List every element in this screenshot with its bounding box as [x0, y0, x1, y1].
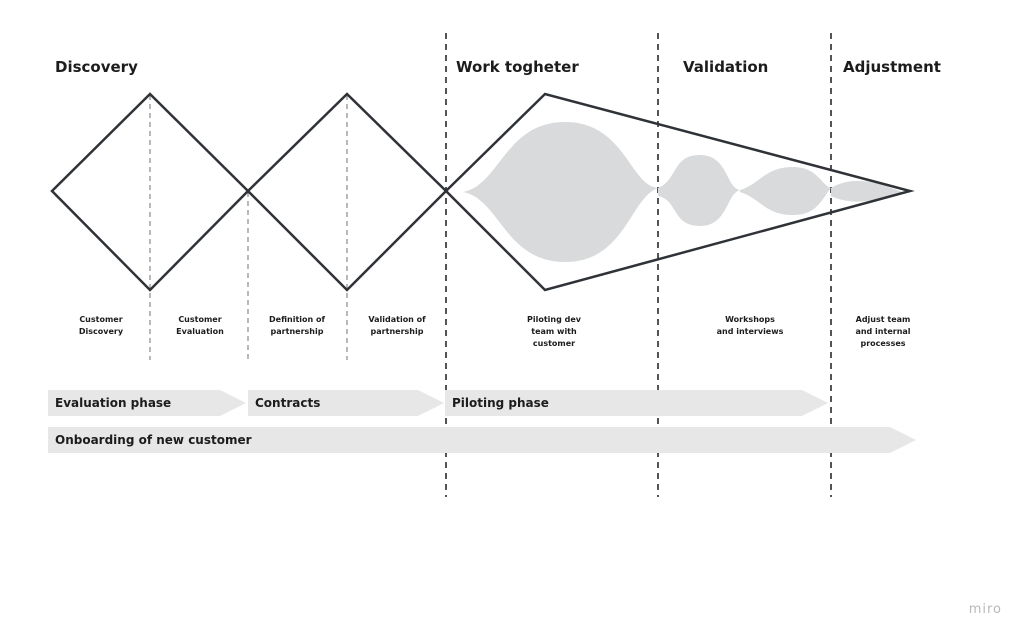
step-label-line: team with — [531, 327, 577, 336]
step-label-line: Customer — [79, 315, 123, 324]
piloting-funnel — [444, 92, 915, 292]
step-label-line: Adjust team — [855, 315, 911, 324]
piloting-blob — [463, 122, 658, 262]
step-label-line: Definition of — [269, 315, 325, 324]
step-label-workshops: Workshops and interviews — [705, 314, 795, 338]
step-label-line: Evaluation — [176, 327, 224, 336]
step-label-line: and internal — [855, 327, 911, 336]
evaluation-phase-arrow: Evaluation phase — [48, 390, 246, 416]
miro-watermark: miro — [968, 602, 1002, 617]
step-label-customer-discovery: Customer Discovery — [56, 314, 146, 338]
phase-title-work-together: Work togheter — [456, 58, 579, 76]
step-label-definition-partnership: Definition of partnership — [252, 314, 342, 338]
step-label-line: partnership — [370, 327, 424, 336]
phase-title-validation: Validation — [683, 58, 769, 76]
step-label-customer-evaluation: Customer Evaluation — [155, 314, 245, 338]
step-label-piloting-dev-team: Piloting dev team with customer — [509, 314, 599, 350]
step-label-line: Validation of — [368, 315, 426, 324]
step-label-line: processes — [860, 339, 906, 348]
step-label-line: customer — [532, 339, 576, 348]
contracts-arrow: Contracts — [248, 390, 444, 416]
step-label-adjust-team: Adjust team and internal processes — [838, 314, 928, 350]
step-label-line: partnership — [270, 327, 324, 336]
step-label-validation-partnership: Validation of partnership — [352, 314, 442, 338]
step-label-line: and interviews — [716, 327, 784, 336]
phase-title-discovery: Discovery — [55, 58, 138, 76]
step-label-line: Discovery — [78, 327, 124, 336]
step-label-line: Workshops — [725, 315, 775, 324]
workshops-blob-2 — [740, 167, 831, 215]
phase-title-adjustment: Adjustment — [843, 58, 941, 76]
step-label-line: Piloting dev — [527, 315, 581, 324]
adjust-blob — [831, 180, 902, 202]
onboarding-arrow: Onboarding of new customer — [48, 427, 916, 453]
step-label-line: Customer — [178, 315, 222, 324]
piloting-phase-arrow: Piloting phase — [445, 390, 828, 416]
workshops-blob-1 — [658, 155, 740, 226]
